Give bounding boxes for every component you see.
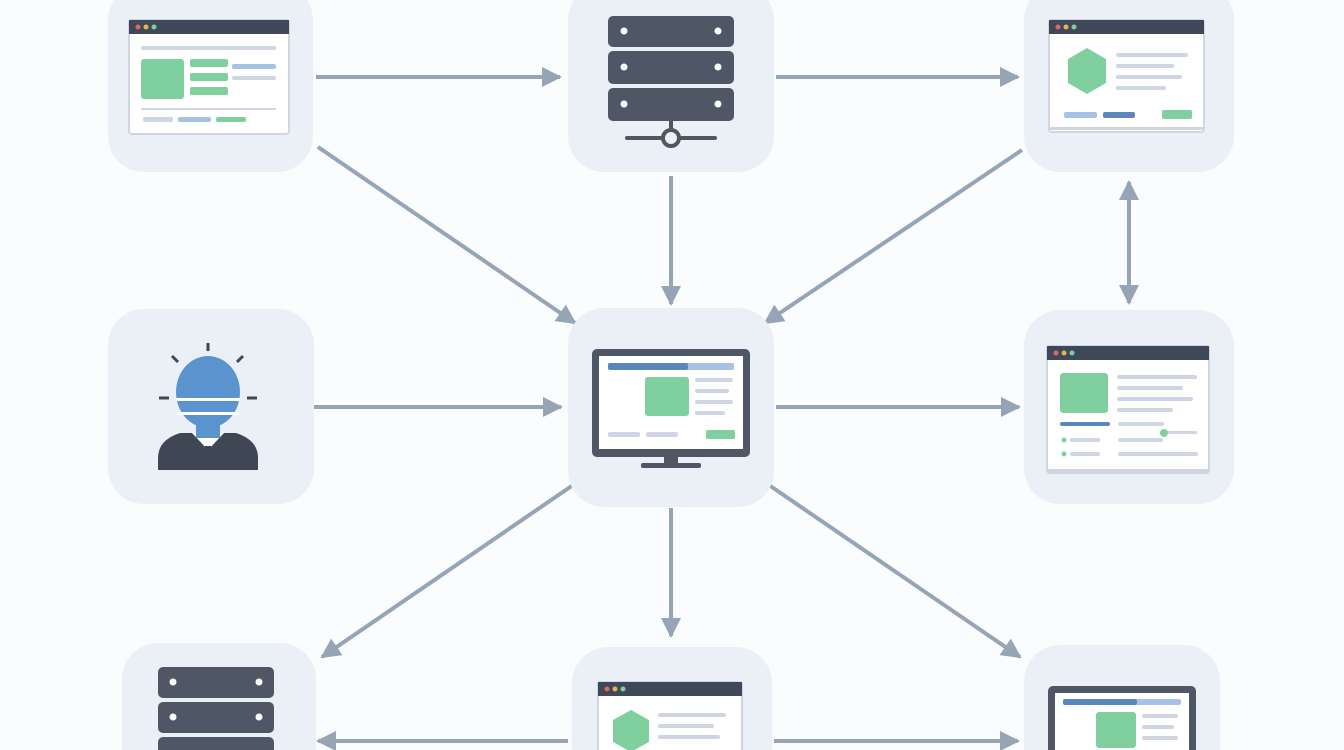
node-monitor-bottom-right[interactable] <box>1024 645 1220 750</box>
monitor-icon <box>1048 686 1196 750</box>
edge-monitor-to-monitor-bottom <box>764 481 1022 659</box>
connection-arrows <box>314 67 1139 750</box>
node-central-monitor[interactable] <box>568 308 774 507</box>
dashboard-window-icon <box>1046 345 1210 474</box>
hexagon-page-icon <box>597 681 743 750</box>
node-server-bottom-left[interactable] <box>122 643 316 750</box>
edge-monitor-to-server-bottom <box>320 481 578 659</box>
server-rack-icon <box>158 667 274 750</box>
node-web-page-top-right[interactable] <box>1024 0 1234 172</box>
monitor-icon <box>592 349 750 468</box>
node-user-left[interactable] <box>108 309 314 504</box>
node-web-page-bottom[interactable] <box>572 647 772 750</box>
node-dashboard-right[interactable] <box>1024 310 1234 504</box>
node-web-app-top-left[interactable] <box>108 0 313 172</box>
edge-webpage-to-monitor <box>763 148 1024 325</box>
network-server-icon <box>608 16 734 148</box>
edge-webapp-to-monitor <box>316 145 577 325</box>
browser-window-icon <box>128 19 290 135</box>
node-server-top[interactable] <box>568 0 774 172</box>
hexagon-page-icon <box>1048 19 1205 133</box>
user-avatar-icon <box>158 343 258 470</box>
